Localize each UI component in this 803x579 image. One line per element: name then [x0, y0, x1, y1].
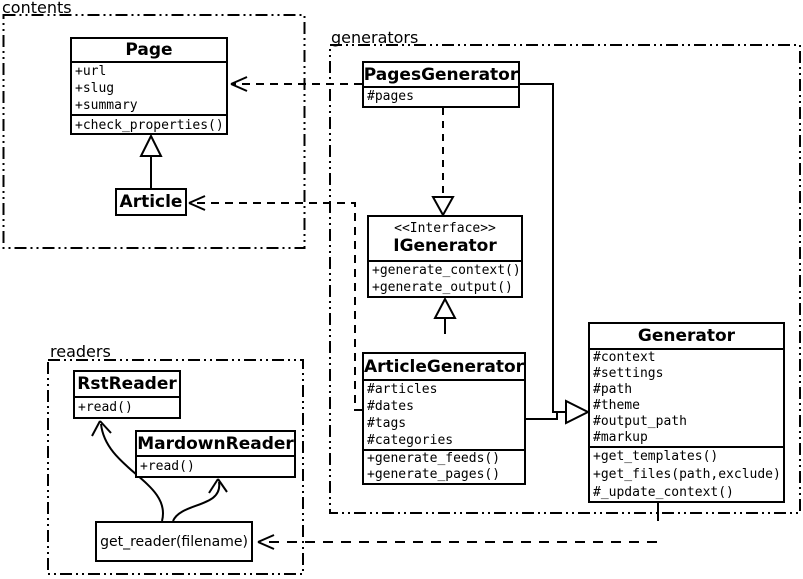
attribute: #path — [593, 382, 633, 397]
generalization-article-page — [139, 133, 163, 188]
class-article-name: Article — [119, 192, 183, 212]
package-contents-border — [2, 14, 306, 249]
attribute: +summary — [75, 98, 138, 113]
class-page-name: Page — [125, 40, 173, 60]
class-generator-attributes: #context #settings #path #theme #output_… — [590, 348, 783, 446]
class-page: Page +url +slug +summary +check_properti… — [70, 37, 228, 135]
attribute: #markup — [593, 430, 648, 445]
interface-igenerator-name: IGenerator — [393, 236, 497, 256]
method: +generate_context() — [372, 263, 521, 278]
class-rstreader: RstReader +read() — [73, 370, 181, 419]
attribute: #articles — [367, 382, 438, 397]
method: #_update_context() — [593, 485, 734, 500]
method: +get_files(path,exclude) — [593, 467, 781, 482]
dependency-articlegenerator-article — [188, 195, 362, 411]
class-generator: Generator #context #settings #path #them… — [588, 322, 785, 503]
attribute: +slug — [75, 81, 115, 96]
attribute: #dates — [367, 399, 414, 414]
class-articlegenerator-attributes: #articles #dates #tags #categories — [364, 379, 524, 449]
method: +generate_feeds() — [367, 451, 501, 466]
class-rstreader-methods: +read() — [75, 396, 179, 417]
package-label-generators: generators — [331, 28, 419, 47]
interface-igenerator: <<Interface>> IGenerator +generate_conte… — [367, 215, 523, 298]
package-generators-border — [329, 44, 801, 514]
method: +check_properties() — [75, 118, 224, 133]
attribute: #theme — [593, 398, 640, 413]
class-articlegenerator: ArticleGenerator #articles #dates #tags … — [362, 352, 526, 485]
class-article: Article — [115, 188, 187, 216]
class-pagesgenerator-name: PagesGenerator — [363, 64, 519, 85]
method: +generate_pages() — [367, 467, 501, 482]
generalization-articlegenerator-igenerator — [433, 296, 457, 334]
method: +get_templates() — [593, 449, 719, 464]
generalization-generators-generator — [520, 83, 591, 425]
class-page-methods: +check_properties() — [72, 114, 226, 135]
attribute: #categories — [367, 433, 454, 448]
package-label-contents: contents — [2, 0, 72, 17]
attribute: #settings — [593, 366, 664, 381]
package-readers-border — [47, 359, 304, 575]
class-page-attributes: +url +slug +summary — [72, 61, 226, 114]
method: +generate_output() — [372, 280, 513, 295]
attribute: +url — [75, 64, 107, 79]
class-mardownreader: MardownReader +read() — [135, 430, 296, 478]
class-pagesgenerator: PagesGenerator #pages — [362, 61, 520, 108]
class-rstreader-name: RstReader — [77, 374, 177, 394]
dependency-generator-getreader — [257, 503, 659, 550]
attribute: #context — [593, 350, 656, 365]
dependency-pagesgenerator-page — [230, 76, 362, 92]
get-reader-label: get_reader(filename) — [100, 533, 248, 550]
method: +read() — [78, 400, 133, 415]
attribute: #output_path — [593, 414, 687, 429]
interface-stereotype: <<Interface>> — [394, 221, 496, 236]
class-articlegenerator-methods: +generate_feeds() +generate_pages() — [364, 449, 524, 483]
class-articlegenerator-name: ArticleGenerator — [363, 356, 525, 377]
package-label-readers: readers — [50, 342, 111, 361]
class-mardownreader-name: MardownReader — [137, 433, 294, 454]
class-pagesgenerator-attributes: #pages — [364, 86, 518, 106]
class-mardownreader-methods: +read() — [137, 455, 294, 476]
class-generator-methods: +get_templates() +get_files(path,exclude… — [590, 446, 783, 502]
node-get-reader: get_reader(filename) — [95, 521, 253, 562]
arrow-getreader-mardownreader — [172, 478, 228, 522]
realization-pagesgenerator-igenerator — [431, 108, 455, 218]
attribute: #pages — [367, 89, 414, 104]
class-generator-name: Generator — [637, 326, 736, 346]
method: +read() — [140, 459, 195, 474]
attribute: #tags — [367, 416, 407, 431]
interface-igenerator-methods: +generate_context() +generate_output() — [369, 260, 521, 296]
